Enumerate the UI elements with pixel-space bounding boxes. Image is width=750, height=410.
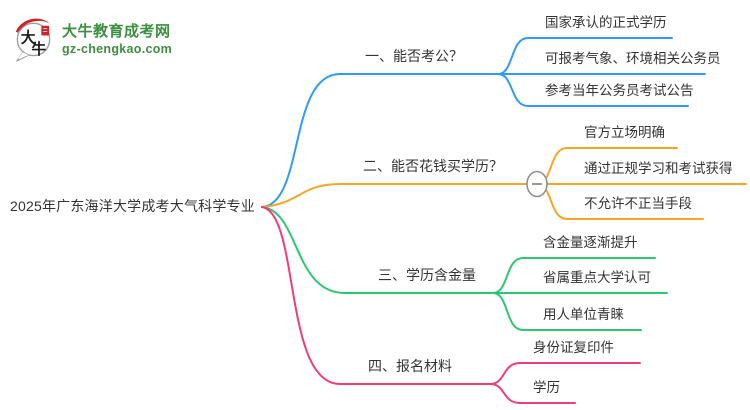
branch-line — [261, 206, 491, 385]
branch-node[interactable]: 三、学历含金量 — [378, 267, 476, 283]
branch-node[interactable]: 一、能否考公？ — [365, 48, 463, 64]
branch-node[interactable]: 四、报名材料 — [368, 358, 452, 374]
leaf-line — [492, 257, 656, 294]
leaf-node[interactable]: 通过正规学习和考试获得 — [584, 161, 733, 176]
leaf-node[interactable]: 可报考气象、环境相关公务员 — [545, 51, 721, 66]
logo-domain: gz-chengkao.com — [62, 41, 173, 56]
branch-node[interactable]: 二、能否花钱买学历？ — [363, 158, 503, 174]
leaf-node[interactable]: 参考当年公务员考试公告 — [545, 83, 694, 98]
daniu-logo-icon: 大 牛 — [15, 18, 51, 62]
leaf-line — [492, 292, 642, 331]
leaf-line — [497, 73, 689, 107]
collapse-button[interactable] — [526, 170, 548, 198]
svg-text:牛: 牛 — [32, 40, 47, 58]
leaf-line — [497, 37, 673, 75]
leaf-line — [489, 362, 641, 385]
site-logo[interactable]: 大 牛 大牛教育成考网 gz-chengkao.com — [10, 13, 172, 62]
leaf-line — [489, 383, 576, 404]
leaf-node[interactable]: 官方立场明确 — [584, 125, 665, 140]
leaf-node[interactable]: 身份证复印件 — [533, 340, 614, 355]
branch-line — [261, 206, 494, 294]
leaf-node[interactable]: 学历 — [533, 380, 560, 395]
leaf-node[interactable]: 用人单位青睐 — [543, 307, 624, 322]
svg-text:大: 大 — [21, 28, 36, 46]
root-node[interactable]: 2025年广东海洋大学成考大气科学专业 — [10, 198, 255, 214]
logo-red-seal — [41, 25, 50, 36]
logo-red-arc — [15, 18, 51, 33]
leaf-node[interactable]: 国家承认的正式学历 — [545, 15, 667, 30]
leaf-node[interactable]: 含金量逐渐提升 — [543, 235, 638, 250]
branch-line — [261, 183, 538, 208]
leaf-node[interactable]: 省属重点大学认可 — [543, 270, 651, 285]
branch-line — [261, 73, 499, 208]
logo-title: 大牛教育成考网 — [62, 22, 171, 40]
leaf-node[interactable]: 不允许不正当手段 — [584, 196, 692, 211]
